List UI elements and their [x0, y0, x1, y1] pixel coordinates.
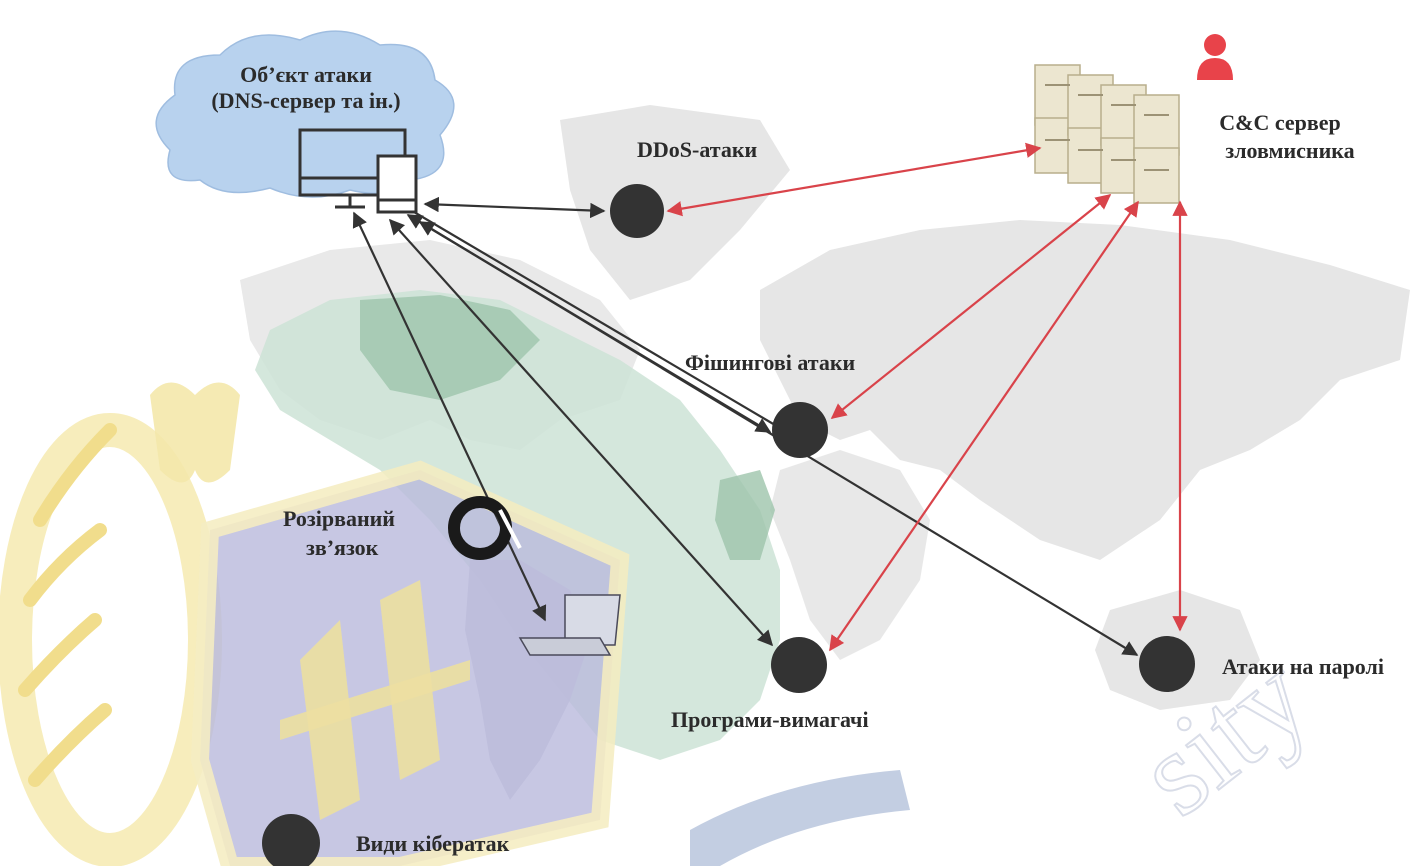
- server-cluster-icon: [1034, 64, 1180, 204]
- ransomware-label: Програми-вимагачі: [671, 707, 869, 732]
- attacker-user-icon: [1197, 34, 1233, 80]
- legend-label: Види кібератак: [356, 831, 510, 856]
- ddos-node: [610, 184, 664, 238]
- passwords-node: [1139, 636, 1195, 692]
- broken-link-label-line2: зв’язок: [306, 535, 379, 560]
- target-label-line1: Об’єкт атаки: [240, 62, 372, 87]
- link-target-ddos: [423, 196, 606, 219]
- attacker-links: [666, 142, 1188, 652]
- cnc-label-line1: C&C сервер: [1219, 110, 1341, 135]
- link-target-laptop: [352, 211, 547, 622]
- broken-link-label-line1: Розірваний: [283, 506, 395, 531]
- link-cnc-ddos: [666, 142, 1042, 217]
- phishing-node: [772, 402, 828, 458]
- legend-node: [262, 814, 320, 866]
- broken-link-icon: [448, 496, 522, 560]
- cnc-label-line2: зловмисника: [1225, 138, 1354, 163]
- ddos-label: DDoS-атаки: [637, 137, 758, 162]
- link-cnc-ransomware: [829, 200, 1139, 652]
- phishing-label: Фішингові атаки: [685, 350, 856, 375]
- passwords-label: Атаки на паролі: [1222, 654, 1384, 679]
- ransomware-node: [771, 637, 827, 693]
- target-label-line2: (DNS-сервер та ін.): [211, 88, 400, 113]
